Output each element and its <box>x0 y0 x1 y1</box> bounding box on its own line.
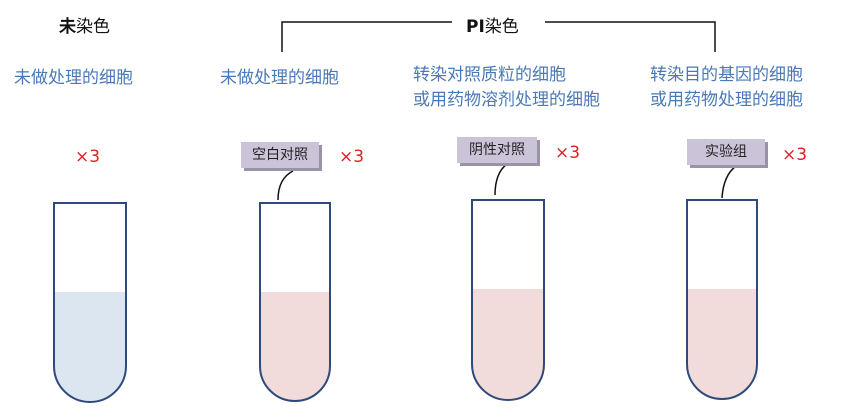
tube-4 <box>686 199 758 400</box>
replicate-count-2: ×3 <box>339 147 365 167</box>
replicate-count-4: ×3 <box>782 145 808 165</box>
tube-2-outline <box>259 202 331 402</box>
tube-1-outline <box>53 202 127 403</box>
connector-blank-control <box>277 170 294 201</box>
tag-blank-control: 空白对照 <box>241 142 319 168</box>
tag-experimental-group: 实验组 <box>687 139 765 165</box>
tube-2 <box>259 202 331 402</box>
connector-negative-control <box>494 163 508 196</box>
replicate-count-1: ×3 <box>75 147 101 167</box>
header-pi-stained: PI染色 <box>460 12 525 37</box>
tube-3 <box>471 199 545 401</box>
column-4-label: 转染目的基因的细胞 或用药物处理的细胞 <box>650 65 803 110</box>
column-3-label: 转染对照质粒的细胞 或用药物溶剂处理的细胞 <box>413 65 600 110</box>
tube-3-outline <box>471 199 545 401</box>
header-unstained: 未染色 <box>59 17 110 37</box>
tube-2-liquid <box>260 292 330 401</box>
tube-4-liquid <box>687 289 757 399</box>
pi-bracket <box>281 21 716 52</box>
replicate-count-3: ×3 <box>555 143 581 163</box>
connector-experimental <box>721 165 737 199</box>
tube-3-liquid <box>472 289 544 400</box>
tube-1-liquid <box>54 292 126 402</box>
tube-1 <box>53 202 127 403</box>
column-1-label: 未做处理的细胞 <box>14 68 133 88</box>
tube-4-outline <box>686 199 758 400</box>
tag-negative-control: 阴性对照 <box>457 137 537 163</box>
column-2-label: 未做处理的细胞 <box>220 68 339 88</box>
